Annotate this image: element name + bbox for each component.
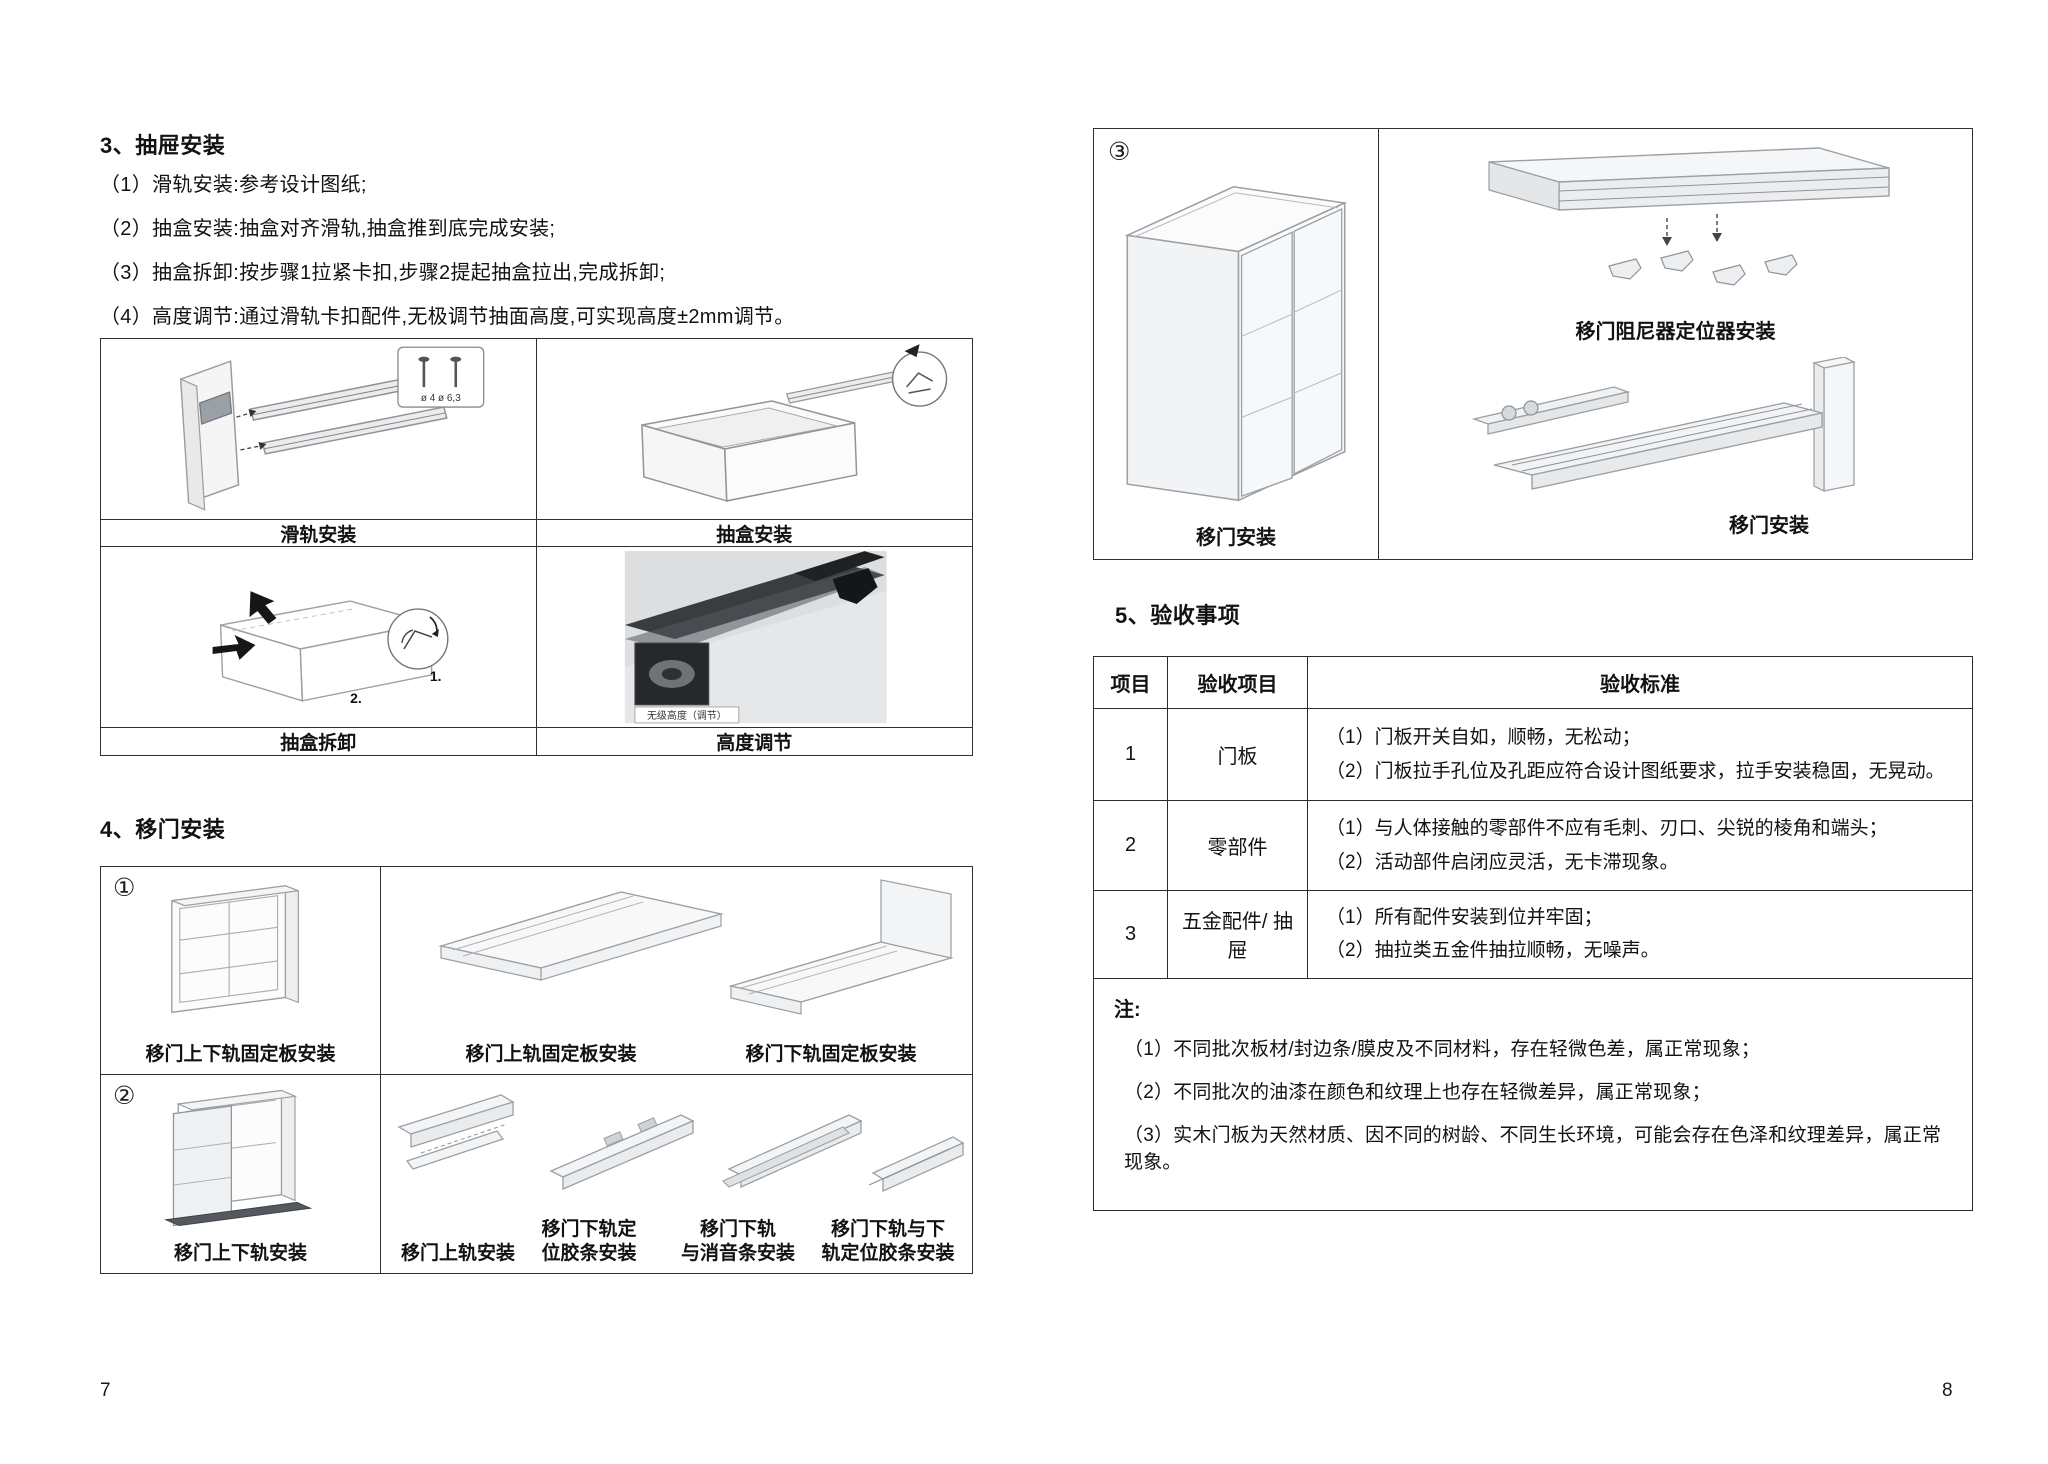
acceptance-row3-item: 五金配件/ 抽屉 xyxy=(1168,891,1308,979)
door-table-row1: ① 移门上下轨固定板安装 xyxy=(101,867,972,1075)
notes-title: 注: xyxy=(1114,998,1141,1021)
door-table-row2: ② 移门上下轨安装 xyxy=(101,1075,972,1273)
drawer-removal-diagram-cell: 1. 2. xyxy=(101,547,537,728)
section3-steps: （1）滑轨安装:参考设计图纸; （2）抽盒安装:抽盒对齐滑轨,抽盒推到底完成安装… xyxy=(100,168,795,344)
damper-label: 移门阻尼器定位器安装 xyxy=(1575,321,1776,343)
figure-rails-cell: 移门阻尼器定位器安装 移门安装 xyxy=(1379,129,1972,559)
door-row2-label-c: 移门下轨 与消音条安装 xyxy=(680,1218,795,1265)
acceptance-header-item-no: 项目 xyxy=(1094,657,1168,709)
sliding-door-figure-box: ③ 移门安装 xyxy=(1093,128,1973,560)
figure-wardrobe-cell: ③ 移门安装 xyxy=(1094,129,1379,559)
wardrobe-diagram xyxy=(1124,185,1348,502)
badge-2: ② xyxy=(113,1082,136,1110)
door-row1-label-b: 移门下轨固定板安装 xyxy=(745,1044,917,1066)
acceptance-row2-standard: （1）与人体接触的零部件不应有毛刺、刃口、尖锐的棱角和端头； （2）活动部件启闭… xyxy=(1308,801,1972,891)
acceptance-row2-item: 零部件 xyxy=(1168,801,1308,891)
standard-line: （2）门板拉手孔位及孔距应符合设计图纸要求，拉手安装稳固，无晃动。 xyxy=(1326,760,1945,782)
acceptance-table: 项目 验收项目 验收标准 1 门板 （1）门板开关自如，顺畅，无松动； （2）门… xyxy=(1093,656,1973,1211)
acceptance-row1-standard: （1）门板开关自如，顺畅，无松动； （2）门板拉手孔位及孔距应符合设计图纸要求，… xyxy=(1308,709,1972,801)
door-row2-label-b: 移门下轨定 位胶条安装 xyxy=(541,1218,637,1265)
step-line-2: （2）抽盒安装:抽盒对齐滑轨,抽盒推到底完成安装; xyxy=(100,218,556,240)
drawer-install-table: ø 4 ø 6,3 滑轨安装 抽盒安装 xyxy=(100,338,973,756)
door-row2-label-d: 移门下轨与下 轨定位胶条安装 xyxy=(821,1218,955,1265)
sliding-door-table: ① 移门上下轨固定板安装 xyxy=(100,866,973,1274)
note-line-3: （3）实木门板为天然材质、因不同的树龄、不同生长环境，可能会存在色泽和纹理差异，… xyxy=(1124,1124,1942,1173)
door-row1-label-a: 移门上轨固定板安装 xyxy=(465,1044,637,1066)
slide-rail-diagram: ø 4 ø 6,3 xyxy=(179,346,485,511)
acceptance-header-item: 验收项目 xyxy=(1168,657,1308,709)
standard-line: （1）所有配件安装到位并牢固； xyxy=(1326,907,1603,928)
rail-install-label: 移门安装 xyxy=(1729,515,1809,537)
door-rail-profiles-diagram xyxy=(1471,357,1856,492)
diagram-label-drawer-removal: 抽盒拆卸 xyxy=(101,728,537,755)
diagram-label-slide-rail: 滑轨安装 xyxy=(101,520,537,547)
wardrobe-label: 移门安装 xyxy=(1196,527,1276,549)
drawer-removal-diagram: 1. 2. xyxy=(212,591,449,706)
page-number-left: 7 xyxy=(100,1380,111,1401)
standard-line: （1）与人体接触的零部件不应有毛刺、刃口、尖锐的棱角和端头； xyxy=(1326,818,1888,840)
door-row1-right-cell: 移门上轨固定板安装 移门下轨固定板安装 xyxy=(381,867,972,1074)
section5-title: 5、验收事项 xyxy=(1115,603,1241,628)
door-track-profiles-diagram xyxy=(397,1094,965,1193)
cabinet-door-rail-diagram xyxy=(163,1089,313,1227)
height-inset-label: 无级高度（调节） xyxy=(646,709,726,722)
damper-positioner-diagram xyxy=(1488,147,1890,286)
acceptance-row2-no: 2 xyxy=(1094,801,1168,891)
note-line-2: （2）不同批次的油漆在颜色和纹理上也存在轻微差异，属正常现象； xyxy=(1124,1081,1711,1103)
removal-step2-label: 2. xyxy=(350,690,362,706)
acceptance-row1-no: 1 xyxy=(1094,709,1168,801)
note-line-1: （1）不同批次板材/封边条/膜皮及不同材料，存在轻微色差，属正常现象； xyxy=(1124,1038,1761,1060)
height-adjust-diagram-cell: 无级高度（调节） xyxy=(536,547,972,728)
door-row1-left-cell: ① 移门上下轨固定板安装 xyxy=(101,867,381,1074)
acceptance-row3-no: 3 xyxy=(1094,891,1168,979)
standard-line: （1）门板开关自如，顺畅，无松动； xyxy=(1326,727,1641,749)
screw-size-note: ø 4 ø 6,3 xyxy=(421,393,461,404)
cabinet-frame-diagram xyxy=(171,884,299,1014)
slide-rail-diagram-cell: ø 4 ø 6,3 xyxy=(101,339,537,520)
door-row2-left-label: 移门上下轨安装 xyxy=(173,1243,307,1265)
step-line-1: （1）滑轨安装:参考设计图纸; xyxy=(100,174,367,196)
acceptance-row1-item: 门板 xyxy=(1168,709,1308,801)
door-row2-right-cell: 移门上轨安装 移门下轨定 位胶条安装 移门下轨 与消音条安装 移门下轨与下 轨定… xyxy=(381,1075,972,1273)
badge-3: ③ xyxy=(1108,138,1131,166)
drawer-box-install-diagram xyxy=(640,344,947,502)
height-adjust-diagram: 无级高度（调节） xyxy=(624,551,887,724)
door-row1-left-label: 移门上下轨固定板安装 xyxy=(145,1044,336,1066)
section4-title: 4、移门安装 xyxy=(100,817,226,842)
diagram-label-height-adjust: 高度调节 xyxy=(716,733,793,754)
section3-title: 3、抽屉安装 xyxy=(100,133,226,158)
step-line-3: （3）抽盒拆卸:按步骤1拉紧卡扣,步骤2提起抽盒拉出,完成拆卸; xyxy=(100,262,666,284)
door-row2-label-a: 移门上轨安装 xyxy=(400,1243,515,1265)
acceptance-notes: 注: （1）不同批次板材/封边条/膜皮及不同材料，存在轻微色差，属正常现象； （… xyxy=(1094,979,1972,1210)
step-line-4: （4）高度调节:通过滑轨卡扣配件,无极调节抽面高度,可实现高度±2mm调节。 xyxy=(100,306,795,328)
diagram-label-drawer-install: 抽盒安装 xyxy=(536,520,972,547)
acceptance-row3-standard: （1）所有配件安装到位并牢固； （2）抽拉类五金件抽拉顺畅，无噪声。 xyxy=(1308,891,1972,979)
acceptance-grid: 项目 验收项目 验收标准 1 门板 （1）门板开关自如，顺畅，无松动； （2）门… xyxy=(1094,657,1972,979)
drawer-box-install-diagram-cell xyxy=(536,339,972,520)
standard-line: （2）活动部件启闭应灵活，无卡滞现象。 xyxy=(1326,851,1679,873)
page-number-right: 8 xyxy=(1942,1380,1953,1401)
badge-1: ① xyxy=(113,874,136,902)
removal-step1-label: 1. xyxy=(430,668,442,684)
standard-line: （2）抽拉类五金件抽拉顺畅，无噪声。 xyxy=(1326,940,1660,962)
door-row2-left-cell: ② 移门上下轨安装 xyxy=(101,1075,381,1273)
acceptance-header-standard: 验收标准 xyxy=(1308,657,1972,709)
door-rail-fixing-plate-diagram xyxy=(438,879,954,1015)
